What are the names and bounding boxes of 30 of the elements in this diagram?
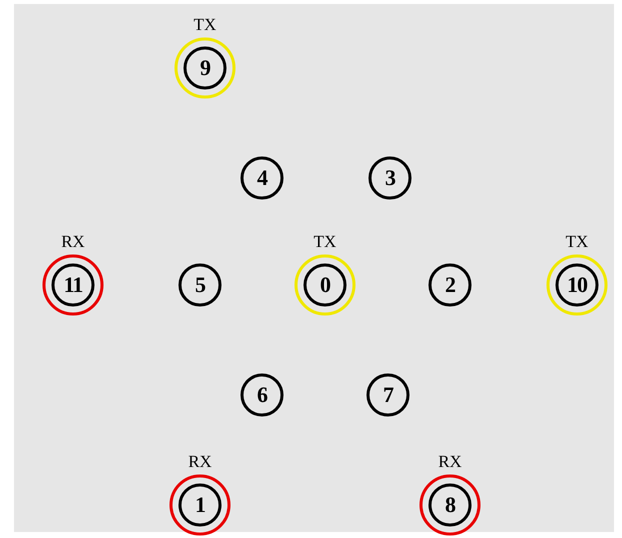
node-label: RX bbox=[188, 453, 212, 470]
node-number: 3 bbox=[385, 167, 395, 189]
ringed-node-circle bbox=[169, 474, 231, 536]
ringed-node-circle bbox=[42, 254, 104, 316]
node-circle bbox=[177, 262, 223, 308]
node-number: 11 bbox=[64, 274, 82, 296]
node-number: 0 bbox=[320, 274, 330, 296]
ringed-node-circle bbox=[174, 37, 236, 99]
ringed-node-circle bbox=[546, 254, 608, 316]
node-number: 6 bbox=[257, 384, 267, 406]
node-number: 1 bbox=[195, 494, 205, 516]
node-number: 2 bbox=[445, 274, 455, 296]
node-circle bbox=[367, 155, 413, 201]
node-number: 8 bbox=[445, 494, 455, 516]
node-label: TX bbox=[566, 233, 588, 250]
ringed-node-circle bbox=[294, 254, 356, 316]
node-number: 5 bbox=[195, 274, 205, 296]
node-circle bbox=[239, 372, 285, 418]
node-label: TX bbox=[314, 233, 336, 250]
ringed-node-circle bbox=[419, 474, 481, 536]
node-label: TX bbox=[194, 16, 216, 33]
node-number: 10 bbox=[567, 274, 587, 296]
node-circle bbox=[239, 155, 285, 201]
node-circle bbox=[365, 372, 411, 418]
node-number: 9 bbox=[200, 57, 210, 79]
node-label: RX bbox=[438, 453, 462, 470]
node-number: 7 bbox=[383, 384, 393, 406]
node-label: RX bbox=[61, 233, 85, 250]
node-circle bbox=[427, 262, 473, 308]
node-number: 4 bbox=[257, 167, 267, 189]
